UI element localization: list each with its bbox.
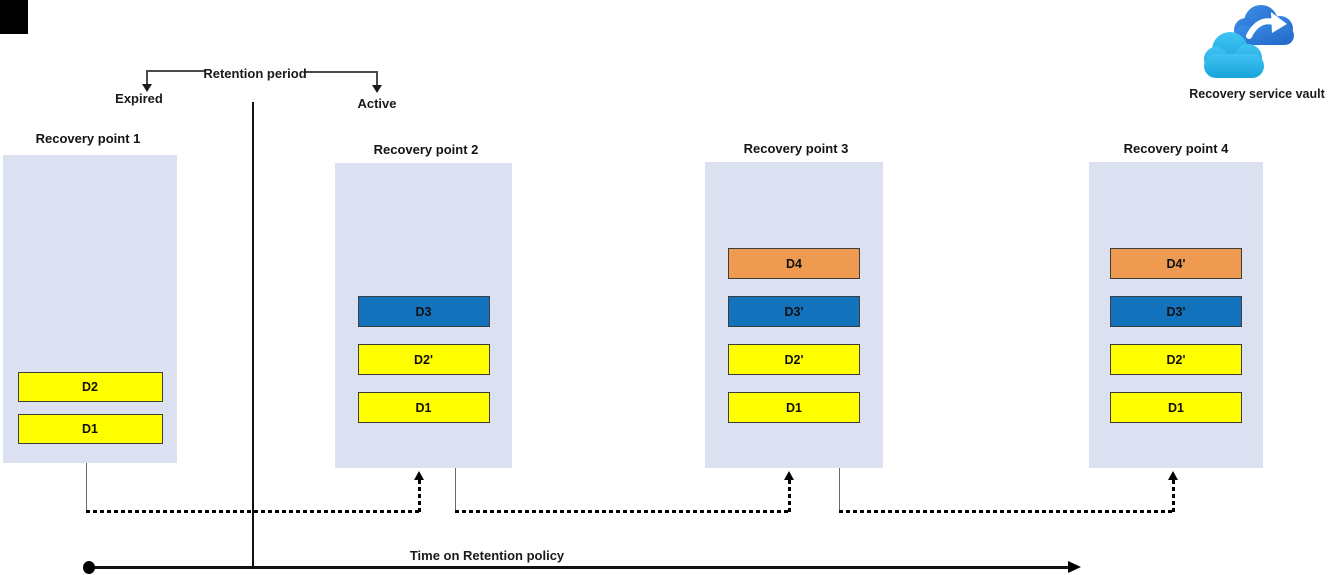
- time-axis-origin-dot: [83, 561, 95, 574]
- recovery-service-vault-label: Recovery service vault: [1189, 87, 1325, 101]
- expired-label: Expired: [115, 91, 163, 106]
- dashed-connector-1: [86, 510, 421, 513]
- disk-bar-d1: D1: [357, 392, 490, 423]
- arrow-down-active-icon: [372, 85, 382, 93]
- black-corner-artifact: [0, 0, 28, 34]
- retention-period-label: Retention period: [203, 66, 307, 81]
- active-label: Active: [357, 96, 397, 111]
- disk-bar-d3: D3: [357, 296, 490, 327]
- disk-bar-d4-new: D4': [1110, 248, 1242, 279]
- restore-arrow-icon: [1246, 12, 1287, 39]
- disk-bar-d2: D2: [17, 372, 163, 402]
- arrow-up-rp2-icon: [414, 471, 424, 480]
- disk-bar-d3-new: D3': [1110, 296, 1242, 327]
- time-axis-label: Time on Retention policy: [409, 548, 565, 563]
- disk-bar-d1: D1: [728, 392, 860, 423]
- bracket-line-right: [305, 71, 378, 73]
- expired-active-divider-line: [252, 102, 254, 569]
- recovery-service-vault-icon: [1204, 5, 1294, 78]
- recovery-point-4-box: D4' D3' D2' D1: [1089, 162, 1263, 468]
- disk-bar-d2-new: D2': [357, 344, 490, 375]
- time-axis-line: [89, 566, 1070, 569]
- drop-line-rp3: [839, 468, 840, 512]
- drop-line-rp1: [86, 463, 87, 513]
- recovery-point-2-title: Recovery point 2: [373, 142, 479, 157]
- time-axis-arrowhead-icon: [1068, 561, 1081, 573]
- dashed-arrow-2-stem: [788, 480, 791, 512]
- bracket-drop-right: [376, 71, 378, 86]
- bracket-drop-left: [146, 70, 148, 85]
- arrow-down-expired-icon: [142, 84, 152, 92]
- arrow-up-rp4-icon: [1168, 471, 1178, 480]
- disk-bar-d2-new: D2': [1110, 344, 1242, 375]
- dashed-arrow-1-stem: [418, 480, 421, 512]
- arrow-up-rp3-icon: [784, 471, 794, 480]
- dashed-connector-2: [455, 510, 791, 513]
- dashed-connector-3: [839, 510, 1175, 513]
- disk-bar-d1: D1: [17, 414, 163, 444]
- recovery-point-4-bars: D4' D3' D2' D1: [1089, 231, 1263, 468]
- recovery-point-3-title: Recovery point 3: [743, 141, 849, 156]
- disk-bar-d4: D4: [728, 248, 860, 279]
- front-cloud: [1204, 32, 1264, 78]
- recovery-point-1-title: Recovery point 1: [35, 131, 141, 146]
- recovery-point-4-title: Recovery point 4: [1123, 141, 1229, 156]
- dashed-arrow-3-stem: [1172, 480, 1175, 512]
- drop-line-rp2: [455, 468, 456, 512]
- disk-bar-d2-new: D2': [728, 344, 860, 375]
- disk-bar-d1: D1: [1110, 392, 1242, 423]
- bracket-line-left: [147, 70, 205, 72]
- disk-bar-d3-new: D3': [728, 296, 860, 327]
